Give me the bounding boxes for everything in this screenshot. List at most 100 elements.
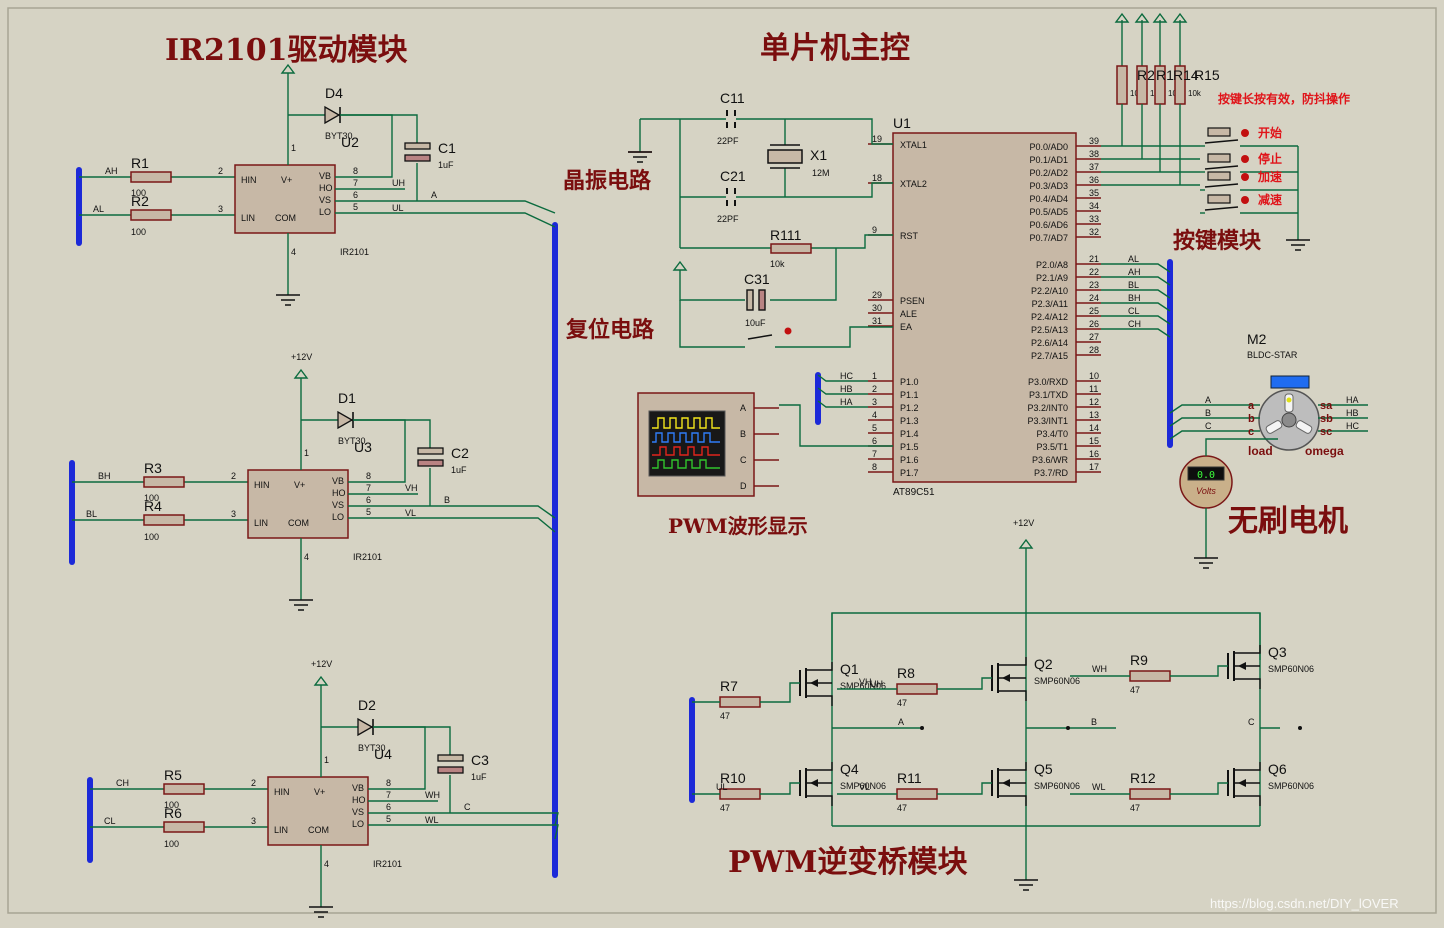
button-note: 按键长按有效，防抖操作 [1218,91,1350,106]
bootstrap-diode-ref: D2 [358,697,376,713]
mcu-pin-19: XTAL1 [900,140,927,150]
c31-plate1 [746,289,754,311]
net-in-high: CH [116,778,129,788]
mcu-pin-6: P1.5 [900,442,919,452]
driver-res-low[interactable] [143,514,185,526]
gate-res-body[interactable] [719,696,761,708]
gate-res-body[interactable] [1129,670,1171,682]
gate-res-ref: R10 [720,770,746,786]
inverter-phase-B: B [1091,717,1097,727]
button-3[interactable] [1204,183,1239,188]
svg-text:32: 32 [1089,227,1099,237]
svg-text:36: 36 [1089,175,1099,185]
bootstrap-cap[interactable] [404,142,431,150]
svg-text:24: 24 [1089,293,1099,303]
svg-text:HB: HB [1346,408,1359,418]
driver-res-low[interactable] [163,821,205,833]
gate-res-ref: R8 [897,665,915,681]
svg-text:3: 3 [218,204,223,214]
svg-text:BH: BH [1128,293,1141,303]
r111-ref: R111 [770,227,802,243]
svg-text:4: 4 [324,859,329,869]
svg-text:CL: CL [1128,306,1140,316]
inverter-phase-A: A [898,717,904,727]
svg-text:14: 14 [1089,423,1099,433]
supply-label: +12V [291,352,312,362]
svg-text:2: 2 [872,384,877,394]
bootstrap-cap[interactable] [437,754,464,762]
svg-text:HIN: HIN [254,480,270,490]
driver-res-high[interactable] [143,476,185,488]
gate-res-body[interactable] [896,683,938,695]
c11-val: 22PF [717,136,739,146]
reset-button-knob[interactable] [784,327,792,335]
voltmeter[interactable] [1179,455,1233,509]
button-knob-icon[interactable] [1241,173,1249,181]
bootstrap-diode-part: BYT30 [358,743,386,753]
button-knob-icon[interactable] [1241,196,1249,204]
gate-res-ref: R9 [1130,652,1148,668]
svg-text:10k: 10k [1188,89,1202,98]
mcu-pin-7: P1.6 [900,455,919,465]
svg-text:1: 1 [324,755,329,765]
svg-text:HC: HC [840,371,853,381]
mcu-pin-25: P2.4/A12 [1031,312,1068,322]
buttons-title: 按键模块 [1173,228,1262,254]
bootstrap-diode-icon [337,410,354,430]
mcu-body[interactable] [892,132,1077,483]
wire-rst-cap [770,248,837,301]
mcu-pin-1: P1.0 [900,377,919,387]
button-4[interactable] [1204,206,1239,211]
mosfet-ref: Q4 [840,761,859,777]
c21-val: 22PF [717,214,739,224]
driver-res-low[interactable] [130,209,172,221]
gate-res-body[interactable] [896,788,938,800]
scope-channel-C: C [740,455,747,465]
scope-channel-D: D [740,481,747,491]
svg-text:7: 7 [366,483,371,493]
bootstrap-cap-val: 1uF [438,160,454,170]
gate-res-body[interactable] [1129,788,1171,800]
driver-chip[interactable] [267,776,369,846]
svg-text:VS: VS [352,807,364,817]
pullup-res-1[interactable] [1116,65,1128,105]
scope-channel-A: A [740,403,746,413]
button-knob-icon[interactable] [1241,155,1249,163]
driver-res-low-ref: R2 [131,193,149,209]
reset-button[interactable] [747,334,773,340]
driver-chip[interactable] [247,469,349,539]
svg-text:V+: V+ [314,787,325,797]
mcu-pin-14: P3.4/T0 [1036,429,1068,439]
bootstrap-diode-icon [357,717,374,737]
r111-body[interactable] [770,243,812,254]
driver-res-high[interactable] [163,783,205,795]
mosfet-part: SMP60N06 [1268,781,1314,791]
c31-ref: C31 [744,271,770,287]
driver-res-low-val: 100 [131,227,146,237]
mcu-pin-33: P0.6/AD6 [1029,220,1068,230]
pullup-ref-4: R15 [1194,67,1220,83]
gate-res-ref: R7 [720,678,738,694]
bootstrap-diode-ref: D1 [338,390,356,406]
button-knob-icon[interactable] [1241,129,1249,137]
mcu-pin-34: P0.5/AD5 [1029,207,1068,217]
button-2[interactable] [1204,165,1239,170]
svg-text:C: C [1205,421,1212,431]
mcu-pin-26: P2.5/A13 [1031,325,1068,335]
driver-res-high[interactable] [130,171,172,183]
svg-text:LIN: LIN [274,825,288,835]
bootstrap-cap[interactable] [417,447,444,455]
gate-net-label: WL [1092,782,1106,792]
svg-text:4: 4 [872,410,877,420]
svg-text:1: 1 [304,448,309,458]
driver-chip[interactable] [234,164,336,234]
button-1[interactable] [1204,139,1239,144]
svg-text:AH: AH [1128,267,1141,277]
driver-ref: U2 [341,134,359,150]
net-in-high: BH [98,471,111,481]
svg-text:6: 6 [386,802,391,812]
crystal-x1[interactable] [767,149,803,164]
